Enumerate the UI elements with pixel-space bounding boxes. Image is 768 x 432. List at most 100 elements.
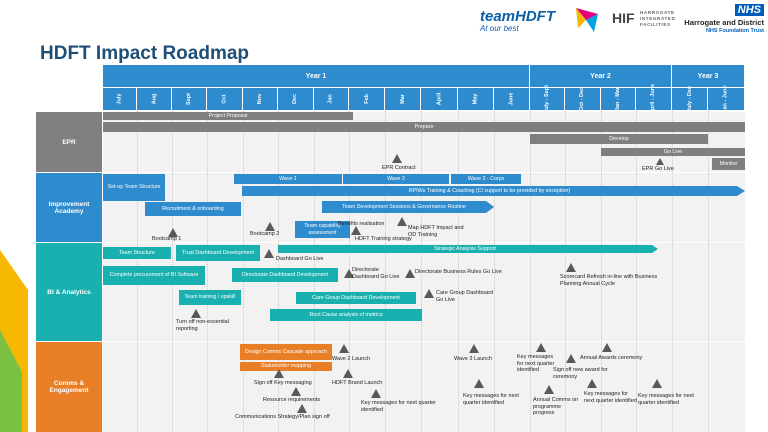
nhs-org-name: Harrogate and District	[684, 18, 764, 27]
teamhdft-logo-tagline: At our best	[480, 24, 519, 33]
epr-contract-milestone-icon	[392, 154, 402, 163]
month-cell: Feb	[349, 88, 385, 110]
key-messages-1-label: Key messages for next quarter identified	[517, 354, 555, 373]
key-messages-3-label: Key messages for next quarter identified	[463, 393, 519, 406]
annual-comms-milestone-icon	[544, 385, 554, 394]
wave2-launch-milestone-icon	[339, 344, 349, 353]
monitor-bar: Monitor	[712, 158, 745, 170]
row-label-bi: BI & Analytics	[36, 243, 102, 341]
row-label-improvement: Improvement Academy	[36, 173, 102, 242]
year-3-header: Year 3	[672, 65, 745, 87]
hdft-training-label: HDFT Training strategy	[355, 236, 412, 242]
hdft-brand-label: HDFT Brand Launch	[332, 380, 383, 386]
month-cell: Jan - Mar	[601, 87, 636, 111]
page-title: HDFT Impact Roadmap	[40, 43, 250, 64]
key-messages-4-milestone-icon	[587, 379, 597, 388]
hdft-training-milestone-icon	[351, 226, 361, 235]
wave3-launch-label: Wave 3 Launch	[454, 356, 493, 362]
scorecard-milestone-icon	[566, 263, 576, 272]
grid-line	[601, 111, 602, 431]
sign-off-award-label: Sign off new award for ceremony	[553, 367, 608, 380]
turn-off-milestone-icon	[191, 309, 201, 318]
wave1-bar: Wave 1	[234, 174, 342, 184]
project-proposal-bar: Project Proposal	[103, 112, 353, 120]
key-messages-4-label: Key messages for next quarter identified	[584, 391, 637, 404]
dashboard-go-live-label: Dashboard Go Live	[276, 256, 324, 262]
grid-line	[207, 111, 208, 431]
turn-off-label: Turn off non-essential reporting	[176, 319, 229, 332]
hif-line-1: HARROGATE	[640, 10, 675, 15]
root-cause-bar: Root Cause analysis of metrics	[270, 309, 422, 321]
key-messages-5-label: Key messages for next quarter identified	[638, 393, 694, 406]
key-messages-3-milestone-icon	[474, 379, 484, 388]
grid-line	[636, 111, 637, 431]
grid-line	[421, 111, 422, 431]
month-cell: Jan - June	[708, 85, 745, 113]
strategic-analysis-arrow	[278, 245, 658, 253]
directorate-go-live-label: Directorate Dashboard Go Live	[352, 267, 400, 280]
stakeholder-bar: Stakeholder mapping	[240, 362, 332, 371]
care-group-go-live-milestone-icon	[424, 289, 434, 298]
recruitment-bar: Recruitment & onboarding	[145, 202, 241, 216]
row-label-comms: Comms & Engagement	[36, 342, 102, 432]
teamhdft-logo-text: teamHDFT	[480, 8, 556, 25]
year-2-header: Year 2	[530, 65, 672, 87]
month-cell: April - June	[636, 84, 672, 114]
rpiws-arrow	[242, 186, 745, 196]
grid-line	[494, 111, 495, 431]
month-cell: Jan	[314, 88, 349, 110]
design-cascade-bar: Design Comms Cascade approach	[240, 344, 332, 360]
resource-req-milestone-icon	[291, 387, 301, 396]
month-cell: Mar	[385, 88, 421, 110]
develop-bar: Develop	[530, 134, 708, 144]
key-messages-5-milestone-icon	[652, 379, 662, 388]
month-cell: July - Sept	[530, 85, 565, 113]
grid-line	[458, 111, 459, 431]
team-structure-bar: Team Structure	[103, 247, 171, 259]
map-hdft-label: Map HDFT Impact and OD Training	[408, 225, 464, 238]
key-messages-2-label: Key messages for next quarter identified	[361, 400, 436, 413]
month-cell: May	[458, 88, 494, 110]
rpiws-label: RPIWs Training & Coaching (CI support to…	[408, 187, 571, 194]
star-logo-icon	[576, 8, 598, 32]
bootcamp1-milestone-icon	[168, 228, 178, 237]
hif-line-3: FACILITIES	[640, 22, 671, 27]
go-live-bar: Go Live	[601, 148, 745, 156]
nhs-trust-name: NHS Foundation Trust	[705, 28, 764, 34]
hif-logo: HIF HARROGATE INTEGRATED FACILITIES	[612, 8, 682, 36]
wave3-bar: Wave 3 - Corps	[451, 174, 521, 184]
decorative-corner-shape	[0, 250, 28, 432]
annual-comms-label: Annual Comms on programme progress	[533, 397, 579, 416]
strategic-analysis-label: Strategic Analysis Support	[434, 245, 496, 252]
month-cell: Sept	[172, 88, 207, 110]
teamhdft-logo: teamHDFT At our best	[470, 4, 602, 36]
team-training-bar: Team training / upskill	[179, 290, 241, 305]
directorate-dashboard-bar: Directorate Dashboard Development	[232, 268, 338, 282]
trust-dashboard-bar: Trust Dashboard Development	[176, 245, 260, 261]
key-messages-1-milestone-icon	[536, 343, 546, 352]
month-cell: Nov	[243, 88, 278, 110]
complete-procurement-bar: Complete procurement of BI Software	[103, 266, 205, 285]
epr-go-live-milestone-icon	[656, 158, 664, 165]
resource-req-label: Resource requirements	[263, 397, 321, 403]
team-capability-bar: Team capability assessment	[295, 221, 350, 238]
sign-off-award-milestone-icon	[566, 354, 576, 363]
row-label-epr: EPR	[36, 112, 102, 172]
grid-line	[565, 111, 566, 431]
team-development-label: Team Development Sessions & Governance R…	[342, 203, 466, 210]
comms-strategy-label: Communications Strategy/Plan sign off	[235, 414, 330, 420]
dashboard-go-live-milestone-icon	[264, 249, 274, 258]
map-hdft-milestone-icon	[397, 217, 407, 226]
care-group-go-live-label: Care Group Dashboard Go Live	[436, 290, 494, 303]
hif-logo-lines: HARROGATE INTEGRATED FACILITIES	[640, 10, 676, 28]
nhs-logo: NHS Harrogate and District NHS Foundatio…	[684, 2, 766, 38]
grid-line	[708, 111, 709, 431]
bootcamp1-label: Bootcamp 1	[152, 236, 182, 242]
month-cell: June	[494, 88, 530, 110]
sign-off-key-label: Sign off Key messaging	[254, 380, 312, 386]
wave2-launch-label: Wave 2 Launch	[332, 356, 371, 362]
comms-row-background	[103, 342, 745, 432]
benefits-label: Benefits realisation	[338, 221, 385, 227]
month-cell: July	[103, 88, 137, 110]
hdft-brand-milestone-icon	[343, 369, 353, 378]
